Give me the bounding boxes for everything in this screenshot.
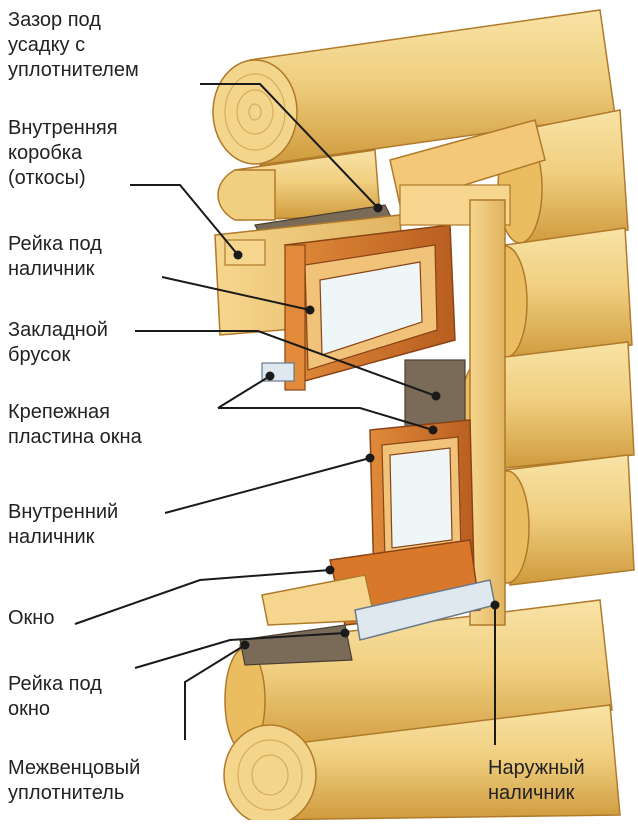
label-seal-line2: уплотнитель bbox=[8, 782, 125, 804]
leader-embedded-bar bbox=[135, 330, 437, 397]
label-seal: Межвенцовый уплотнитель bbox=[8, 756, 140, 806]
label-window-rail-line1: Рейка под bbox=[8, 673, 102, 695]
label-shrink-gap-line2: усадку с bbox=[8, 34, 86, 56]
label-inner-box-line2: коробка bbox=[8, 142, 83, 164]
leader-dots bbox=[233, 203, 500, 650]
label-shrink-gap-line3: уплотнителем bbox=[8, 59, 139, 81]
label-inner-box-line1: Внутренняя bbox=[8, 117, 118, 139]
leader-mount-plate-2 bbox=[218, 407, 434, 431]
leader-mount-plate bbox=[217, 375, 271, 409]
leader-window-rail bbox=[134, 632, 346, 669]
label-shrink-gap-line1: Зазор под bbox=[8, 9, 101, 31]
lower-window-frame bbox=[329, 419, 481, 626]
label-trim-rail-line1: Рейка под bbox=[8, 233, 102, 255]
log-stack bbox=[212, 9, 635, 825]
leader-seal bbox=[184, 644, 246, 740]
label-mount-plate: Крепежная пластина окна bbox=[8, 400, 142, 450]
label-outer-trim-line2: наличник bbox=[488, 782, 575, 804]
label-embedded-bar: Закладной брусок bbox=[8, 318, 108, 368]
label-shrink-gap: Зазор под усадку с уплотнителем bbox=[8, 8, 139, 83]
leader-trim-rail bbox=[161, 276, 311, 311]
label-mount-plate-line2: пластина окна bbox=[8, 426, 142, 448]
leader-inner-trim bbox=[164, 457, 371, 514]
label-inner-box-line3: (откосы) bbox=[8, 167, 86, 189]
log-bottom-2 bbox=[223, 704, 621, 825]
label-window-rail: Рейка под окно bbox=[8, 672, 102, 722]
label-inner-trim-line1: Внутренний bbox=[8, 501, 119, 523]
label-inner-trim: Внутренний наличник bbox=[8, 500, 118, 550]
label-inner-box: Внутренняя коробка (откосы) bbox=[8, 116, 118, 191]
label-outer-trim-line1: Наружный bbox=[488, 757, 585, 779]
label-trim-rail: Рейка под наличник bbox=[8, 232, 102, 282]
label-embedded-bar-line1: Закладной bbox=[8, 319, 108, 341]
label-mount-plate-line1: Крепежная bbox=[8, 401, 111, 423]
label-window: Окно bbox=[8, 606, 54, 631]
outer-trim-top bbox=[389, 119, 546, 626]
leader-gap bbox=[200, 83, 379, 209]
label-inner-trim-line2: наличник bbox=[8, 526, 95, 548]
label-window-rail-line2: окно bbox=[8, 698, 51, 720]
log-2-top-half bbox=[217, 149, 381, 221]
label-seal-line1: Межвенцовый bbox=[8, 757, 141, 779]
log-right-4 bbox=[484, 454, 635, 586]
leader-inner-box bbox=[130, 184, 239, 256]
leader-window bbox=[74, 569, 331, 625]
leader-lines bbox=[74, 83, 496, 745]
label-embedded-bar-line2: брусок bbox=[8, 344, 71, 366]
label-outer-trim: Наружный наличник bbox=[488, 756, 585, 806]
label-window-line1: Окно bbox=[8, 607, 55, 629]
label-trim-rail-line2: наличник bbox=[8, 258, 95, 280]
upper-window-frame bbox=[284, 224, 456, 391]
